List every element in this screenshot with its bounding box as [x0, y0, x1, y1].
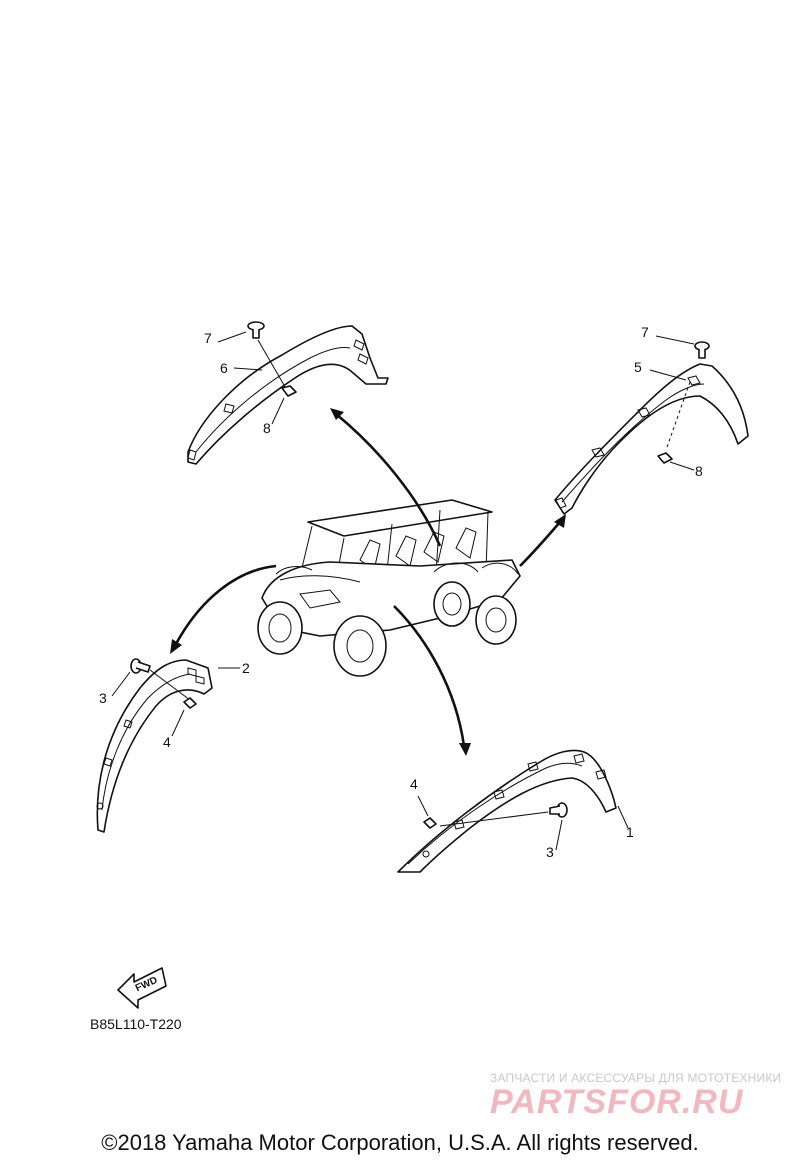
nut-part-8-left[interactable]	[281, 385, 297, 397]
copyright-notice: ©2018 Yamaha Motor Corporation, U.S.A. A…	[101, 1130, 699, 1155]
callout-labels: 7 6 8 7 5 8 2 3 4 4 1 3	[99, 324, 703, 860]
fender-flare-part-6[interactable]	[187, 325, 389, 465]
leader-arrows	[170, 408, 566, 756]
callout-8-left: 8	[263, 420, 271, 436]
callout-7-left: 7	[204, 330, 212, 346]
diagram-part-code: B85L110-T220	[90, 1016, 182, 1032]
fwd-arrow-icon: FWD	[117, 967, 167, 1009]
nut-part-8-right[interactable]	[657, 452, 673, 464]
screw-part-7-right[interactable]	[694, 341, 710, 359]
callout-4-right: 4	[410, 776, 418, 792]
callout-3-left: 3	[99, 690, 107, 706]
fender-flare-part-5[interactable]	[554, 363, 749, 515]
screw-part-3-right[interactable]	[549, 802, 568, 818]
vehicle-illustration	[257, 499, 521, 677]
nut-part-4-left[interactable]	[183, 697, 197, 709]
callout-3-right: 3	[546, 844, 554, 860]
callout-4-left: 4	[163, 734, 171, 750]
callout-6: 6	[220, 360, 228, 376]
screw-part-7-left[interactable]	[247, 321, 265, 339]
watermark-tagline: ЗАПЧАСТИ И АКСЕССУАРЫ ДЛЯ МОТОТЕХНИКИ	[490, 1071, 782, 1085]
nut-part-4-right[interactable]	[423, 817, 437, 829]
fender-flare-part-1[interactable]	[397, 749, 617, 873]
callout-7-right: 7	[641, 324, 649, 340]
callout-5: 5	[634, 359, 642, 375]
callout-1: 1	[626, 824, 634, 840]
watermark-logo: PARTSFOR.RU	[490, 1083, 744, 1121]
screw-part-3-left[interactable]	[130, 658, 151, 674]
callout-2: 2	[242, 660, 250, 676]
fender-flare-part-2[interactable]	[96, 659, 213, 833]
callout-8-right: 8	[695, 463, 703, 479]
